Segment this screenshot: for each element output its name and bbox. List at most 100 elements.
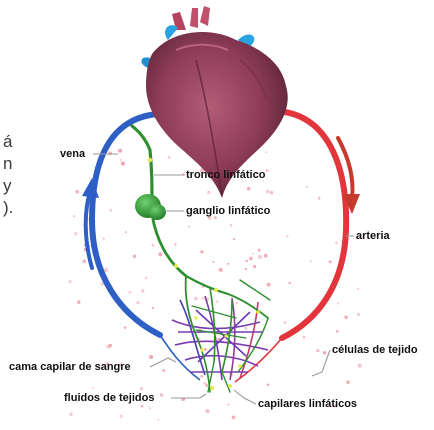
tissue-cell-dot	[247, 187, 251, 191]
tissue-cell-dot	[118, 149, 122, 153]
tissue-cell-dot	[258, 255, 262, 259]
tissue-cell-dot	[358, 364, 362, 368]
tissue-cell-dot	[120, 415, 123, 418]
tissue-cell-dot	[109, 209, 112, 212]
tissue-cell-dot	[151, 244, 154, 247]
cropped-text-line-2: n	[3, 155, 12, 173]
tissue-cell-dot	[83, 260, 87, 264]
tissue-cell-dot	[207, 191, 210, 194]
tissue-cell-dot	[323, 351, 326, 354]
label-arteria: arteria	[356, 230, 390, 243]
label-celulas-de-tejido: células de tejido	[332, 344, 418, 357]
tissue-cell-dot	[133, 254, 137, 258]
tissue-cell-dot	[73, 215, 75, 217]
tissue-cell-dot	[120, 159, 122, 161]
tissue-cell-dot	[335, 242, 338, 245]
tissue-cell-dots	[68, 149, 362, 421]
tissue-cell-dot	[103, 238, 105, 240]
tissue-cell-dot	[244, 327, 247, 330]
tissue-cell-dot	[253, 265, 256, 268]
tissue-cell-dot	[329, 260, 332, 263]
label-fluidos-de-tejidos: fluidos de tejidos	[64, 392, 154, 405]
tissue-cell-dot	[157, 419, 159, 421]
tissue-cell-dot	[108, 152, 112, 156]
tissue-cell-dot	[284, 321, 287, 324]
tissue-cell-dot	[306, 186, 308, 188]
cropped-text-line-4: ).	[3, 199, 13, 217]
blood-capillary-bed	[160, 296, 282, 382]
tissue-cell-dot	[141, 289, 144, 292]
tissue-cell-dot	[337, 302, 339, 304]
tissue-cell-dot	[77, 300, 81, 304]
tissue-cell-dot	[92, 387, 94, 389]
tissue-cell-dot	[346, 380, 350, 384]
tissue-cell-dot	[140, 387, 143, 390]
tissue-cell-dot	[318, 197, 321, 200]
tissue-cell-dot	[74, 232, 77, 235]
tissue-cell-dot	[158, 252, 162, 256]
tissue-cell-dot	[69, 413, 72, 416]
tissue-cell-dot	[219, 268, 223, 272]
tissue-cell-dot	[129, 291, 132, 294]
label-vena: vena	[60, 148, 85, 161]
tissue-cell-dot	[212, 261, 214, 263]
tissue-cell-dot	[141, 405, 144, 408]
tissue-cell-dot	[287, 235, 289, 237]
tissue-cell-dot	[316, 349, 319, 352]
tissue-cell-dot	[258, 249, 261, 252]
tissue-cell-dot	[149, 407, 151, 409]
tissue-cell-dot	[152, 307, 154, 309]
lymph-node-icon	[135, 194, 166, 220]
tissue-cell-dot	[336, 330, 339, 333]
tissue-cell-dot	[145, 277, 147, 279]
tissue-cell-dot	[101, 283, 104, 286]
label-cama-capilar-de-sangre: cama capilar de sangre	[9, 361, 131, 374]
tissue-cell-dot	[124, 326, 127, 329]
tissue-cell-dot	[216, 300, 218, 302]
tissue-cell-dot	[267, 384, 270, 387]
tissue-cell-dot	[121, 161, 125, 165]
tissue-cell-dot	[188, 226, 190, 228]
tissue-cell-dot	[202, 297, 204, 299]
tissue-cell-dot	[252, 253, 254, 255]
tissue-cell-dot	[205, 409, 209, 413]
tissue-cell-dot	[246, 260, 249, 263]
tissue-cell-dot	[236, 302, 238, 304]
tissue-cell-dot	[267, 283, 271, 287]
tissue-cell-dot	[136, 301, 139, 304]
artery-loop	[282, 112, 346, 338]
tissue-cell-dot	[230, 224, 233, 227]
tissue-cell-dot	[245, 268, 247, 270]
tissue-cell-dot	[149, 355, 153, 359]
tissue-cell-dot	[303, 336, 305, 338]
tissue-cell-dot	[266, 169, 269, 172]
tissue-cell-dot	[162, 369, 165, 372]
tissue-cell-dot	[288, 282, 291, 285]
label-ganglio-linfatico: ganglio linfático	[186, 205, 270, 218]
tissue-cell-dot	[168, 156, 170, 158]
tissue-cell-dot	[357, 288, 359, 290]
tissue-cell-dot	[160, 393, 163, 396]
tissue-cell-dot	[194, 297, 198, 301]
label-tronco-linfatico: tronco linfático	[186, 169, 265, 182]
cropped-text-line-3: y	[3, 177, 12, 195]
tissue-cell-dot	[249, 257, 253, 261]
tissue-cell-dot	[357, 313, 360, 316]
tissue-cell-dot	[264, 254, 268, 258]
tissue-cell-dot	[109, 344, 112, 347]
tissue-cell-dot	[125, 231, 127, 233]
tissue-cell-dot	[200, 250, 203, 253]
tissue-cell-dot	[270, 191, 273, 194]
tissue-cell-dot	[76, 190, 80, 194]
tissue-cell-dot	[174, 243, 176, 245]
tissue-cell-dot	[233, 238, 235, 240]
tissue-cell-dot	[265, 151, 267, 153]
tissue-cell-dot	[227, 404, 229, 406]
tissue-cell-dot	[266, 190, 270, 194]
cropped-text-line-1: á	[3, 133, 12, 151]
tissue-cell-dot	[232, 416, 236, 420]
label-capilares-linfaticos: capilares linfáticos	[258, 398, 357, 411]
tissue-cell-dot	[227, 263, 229, 265]
tissue-cell-dot	[204, 348, 207, 351]
tissue-cell-dot	[344, 315, 348, 319]
